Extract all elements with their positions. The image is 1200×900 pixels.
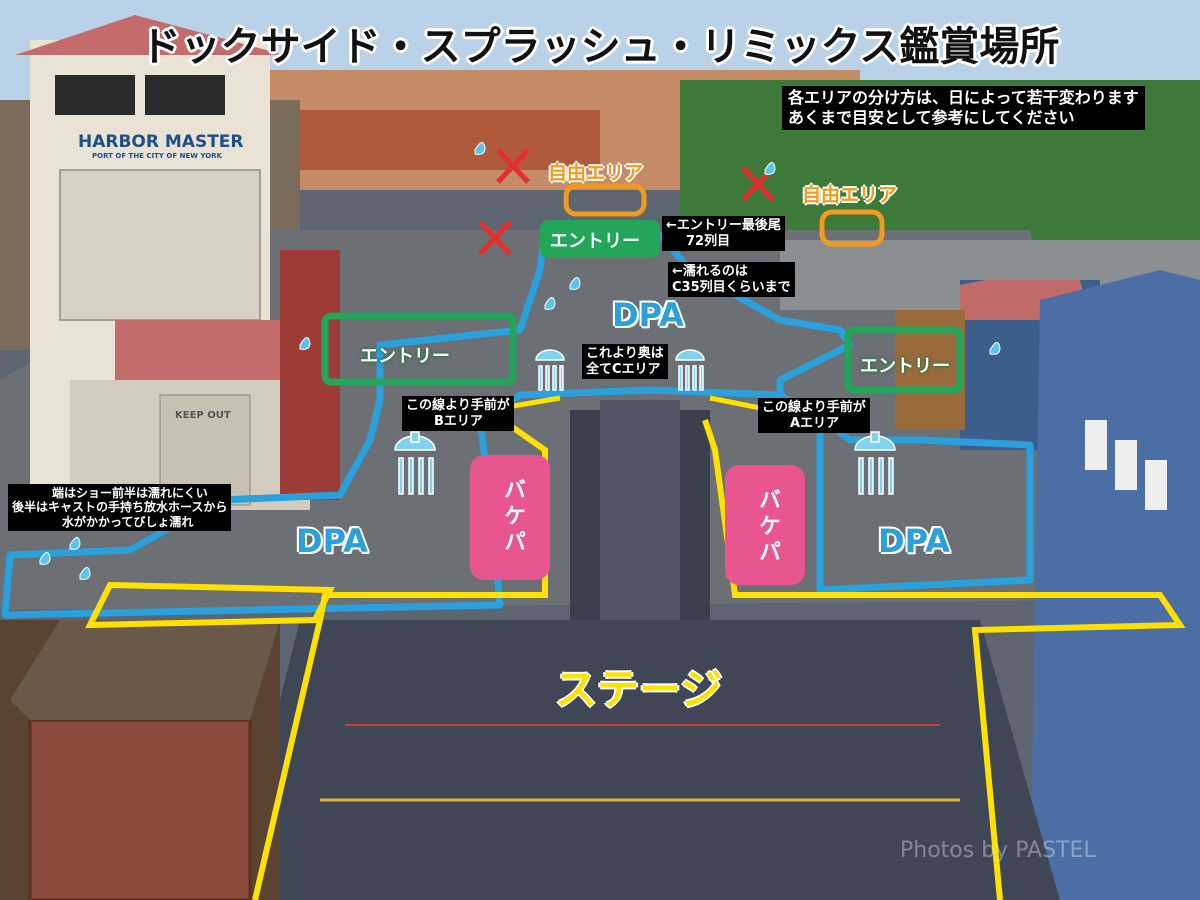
wet-rows-line-1: ←濡れるのは	[672, 264, 748, 279]
free-area-right-label: 自由エリア	[802, 184, 898, 206]
water-drop-icon	[989, 342, 1001, 355]
entry-last-note: ←エントリー最後尾 72列目	[662, 216, 785, 252]
c-area-note: これより奥は 全てCエリア	[582, 344, 668, 380]
bakepa-left-label: バケパ	[500, 478, 525, 556]
b-area-note: この線より手前が Bエリア	[402, 396, 514, 432]
a-area-note: この線より手前が Aエリア	[758, 398, 870, 434]
bakepa-right-label: バケパ	[755, 488, 780, 566]
water-drop-icon	[39, 552, 51, 565]
shower-icon	[675, 349, 705, 391]
disclaimer-line-1: 各エリアの分け方は、日によって若干変わります	[788, 88, 1139, 107]
c-area-line-1: これより奥は	[586, 346, 664, 361]
entry-zone-right	[844, 326, 964, 394]
shower-icon	[854, 431, 896, 495]
dpa-left-label: DPA	[296, 522, 368, 560]
bakepa-zone-left	[470, 455, 550, 580]
dpa-top-label: DPA	[612, 296, 684, 334]
stage-outline-front	[85, 581, 335, 629]
a-area-line-2: Aエリア	[790, 415, 840, 431]
entry-left-label: エントリー	[360, 346, 450, 367]
water-drop-icon	[299, 337, 311, 350]
free-area-left-label: 自由エリア	[548, 162, 644, 184]
b-area-line-1: この線より手前が	[406, 398, 510, 413]
page-title: ドックサイド・スプラッシュ・リミックス鑑賞場所	[140, 24, 1060, 70]
edge-wet-line-3: 水がかかってびしょ濡れ	[62, 514, 194, 529]
water-drop-icon	[569, 277, 581, 290]
wet-rows-line-2: C35列目くらいまで	[672, 279, 791, 295]
b-area-line-2: Bエリア	[434, 413, 483, 429]
shower-icon	[535, 349, 565, 391]
water-drop-icon	[764, 162, 776, 175]
wet-rows-note: ←濡れるのは C35列目くらいまで	[668, 262, 795, 298]
entry-last-line-2: 72列目	[686, 233, 731, 249]
a-area-line-1: この線より手前が	[762, 400, 866, 415]
entry-zone-left	[321, 312, 517, 386]
harbor-master-sign: HARBOR MASTER	[78, 132, 244, 152]
disclaimer-note: 各エリアの分け方は、日によって若干変わります あくまで目安として参考にしてくださ…	[782, 86, 1145, 130]
water-drop-icon	[69, 537, 81, 550]
edge-wet-line-2: 後半はキャストの手持ち放水ホースから	[12, 500, 228, 515]
entry-right-label: エントリー	[860, 356, 950, 377]
edge-wet-note: 端はショー前半は濡れにくい 後半はキャストの手持ち放水ホースから 水がかかってび…	[8, 484, 232, 532]
disclaimer-line-2: あくまで目安として参考にしてください	[788, 108, 1075, 127]
entry-last-line-1: ←エントリー最後尾	[666, 218, 781, 233]
water-drop-icon	[544, 297, 556, 310]
stage-outline-right	[702, 419, 1186, 900]
water-drop-icon	[79, 567, 91, 580]
entry-zone-top	[540, 220, 660, 258]
stage-outline-left	[252, 412, 548, 900]
free-area-left-outline	[563, 183, 647, 217]
stage-label: ステージ	[555, 665, 723, 714]
c-area-line-2: 全てCエリア	[586, 361, 661, 377]
keep-out-sign: KEEP OUT	[175, 410, 231, 421]
entry-top-label: エントリー	[550, 231, 640, 252]
watermark: Photos by PASTEL	[900, 838, 1096, 863]
free-area-right-outline	[819, 209, 885, 247]
water-drop-icon	[474, 142, 486, 155]
bakepa-zone-right	[725, 465, 805, 585]
dpa-right-label: DPA	[878, 522, 950, 560]
edge-wet-line-1: 端はショー前半は濡れにくい	[52, 486, 208, 500]
shower-icon	[394, 431, 436, 495]
harbor-master-subsign: PORT OF THE CITY OF NEW YORK	[92, 152, 222, 160]
